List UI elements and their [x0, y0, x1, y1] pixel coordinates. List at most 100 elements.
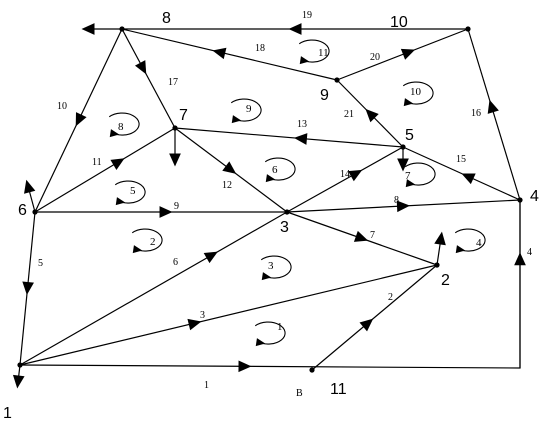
- loop-arc: [230, 98, 262, 122]
- node-label: 3: [280, 219, 289, 236]
- loop-arc: [254, 321, 286, 345]
- edge-label: 12: [222, 180, 232, 191]
- edge-1: 1: [19, 200, 521, 391]
- loop-arrowhead: [132, 245, 143, 254]
- loop-label: 3: [268, 260, 274, 272]
- loop-arc: [260, 255, 292, 279]
- loop-arc: [298, 39, 330, 63]
- node-dot: [172, 125, 178, 131]
- terminal-arrowhead: [81, 23, 95, 35]
- terminal-arrow: [12, 364, 25, 389]
- edge-arrowhead: [203, 251, 218, 264]
- node-annotation-b: B: [296, 388, 303, 399]
- edge-line: [121, 28, 338, 81]
- edge-label: 16: [471, 108, 481, 119]
- edge-label: 20: [370, 52, 380, 63]
- node-dot: [17, 362, 23, 368]
- terminal-arrow: [169, 128, 181, 167]
- edge-arrowhead: [487, 99, 499, 114]
- loop-label: 6: [272, 164, 278, 176]
- loop-arrowhead: [261, 272, 272, 281]
- node-label: 10: [390, 14, 408, 31]
- edge-arrowhead: [461, 173, 476, 185]
- node-dot: [119, 26, 125, 32]
- loop-arc: [108, 112, 140, 136]
- edge-21: 21: [336, 79, 404, 148]
- node-label: 5: [405, 127, 414, 144]
- edge-arrowhead: [353, 230, 369, 242]
- node-2: 2: [434, 262, 450, 289]
- edge-18: 18: [121, 28, 338, 81]
- terminal-arrow: [397, 147, 409, 172]
- edge-arrowhead: [288, 23, 302, 35]
- mesh-loop-7: 7: [404, 162, 436, 188]
- terminal-arrowhead: [434, 231, 446, 246]
- loop-arc: [264, 157, 296, 181]
- edge-arrowhead: [22, 281, 34, 295]
- edge-2: 2: [311, 264, 438, 371]
- edge-16: 16: [467, 28, 521, 201]
- edge-arrowhead: [159, 206, 173, 218]
- loop-label: 7: [405, 170, 411, 182]
- node-dot: [334, 77, 340, 83]
- edge-arrowhead: [359, 318, 374, 332]
- edge-15: 15: [402, 146, 521, 201]
- loop-label: 10: [410, 86, 422, 98]
- loop-arrowhead: [265, 174, 276, 183]
- node-label: 9: [320, 87, 329, 104]
- terminal-arrowhead: [24, 179, 36, 194]
- loop-arrowhead: [255, 338, 266, 347]
- edge-11: 11: [34, 127, 176, 213]
- edge-line: [19, 264, 438, 366]
- node-label: 2: [441, 272, 450, 289]
- edge-label: 2: [388, 292, 393, 303]
- edge-label: 17: [168, 77, 178, 88]
- edge-label: 10: [57, 101, 67, 112]
- edge-label: 9: [174, 201, 179, 212]
- edge-line: [336, 28, 469, 81]
- edge-arrowhead: [110, 158, 125, 170]
- edge-label: 3: [200, 310, 205, 321]
- loop-arc: [114, 180, 146, 204]
- edge-arrowhead: [348, 169, 363, 182]
- edge-line: [121, 28, 176, 129]
- loop-arrowhead: [109, 129, 120, 138]
- edge-label: 11: [92, 157, 102, 168]
- edge-label: 13: [297, 119, 307, 130]
- terminal-arrow: [434, 231, 446, 266]
- edge-arrowhead: [134, 60, 147, 75]
- edge-9: 9: [35, 201, 287, 218]
- node-label: 8: [162, 10, 171, 27]
- mesh-loop-8: 8: [108, 112, 140, 138]
- terminal-arrowhead: [397, 158, 409, 172]
- node-5: 5: [400, 127, 414, 150]
- mesh-loop-9: 9: [230, 98, 262, 124]
- edge-arrowhead: [293, 133, 308, 145]
- edge-arrowhead: [238, 360, 252, 373]
- node-7: 7: [172, 107, 188, 131]
- node-dot: [517, 197, 523, 203]
- edge-label: 14: [340, 169, 350, 180]
- edge-line: [174, 127, 404, 148]
- node-dot: [284, 209, 290, 215]
- edge-line: [311, 264, 438, 371]
- edge-20: 20: [336, 28, 469, 81]
- terminal-arrow: [81, 23, 122, 35]
- node-label: 4: [530, 188, 539, 205]
- edge-4: 4: [514, 200, 532, 368]
- loop-label: 5: [130, 185, 136, 197]
- loop-arrowhead: [455, 245, 466, 254]
- edge-arrowhead: [365, 108, 379, 123]
- edge-arrowhead: [514, 252, 526, 266]
- loop-arrowhead: [299, 56, 310, 65]
- mesh-loop-11: 11: [298, 39, 330, 65]
- edge-5: 5: [19, 211, 43, 366]
- edge-label: 1: [204, 380, 209, 391]
- mesh-loop-10: 10: [402, 81, 434, 107]
- node-label: 6: [18, 202, 27, 219]
- loop-label: 4: [476, 237, 482, 249]
- edge-arrowhead: [400, 48, 416, 60]
- edge-arrowhead: [212, 47, 227, 60]
- node-dot: [32, 209, 38, 215]
